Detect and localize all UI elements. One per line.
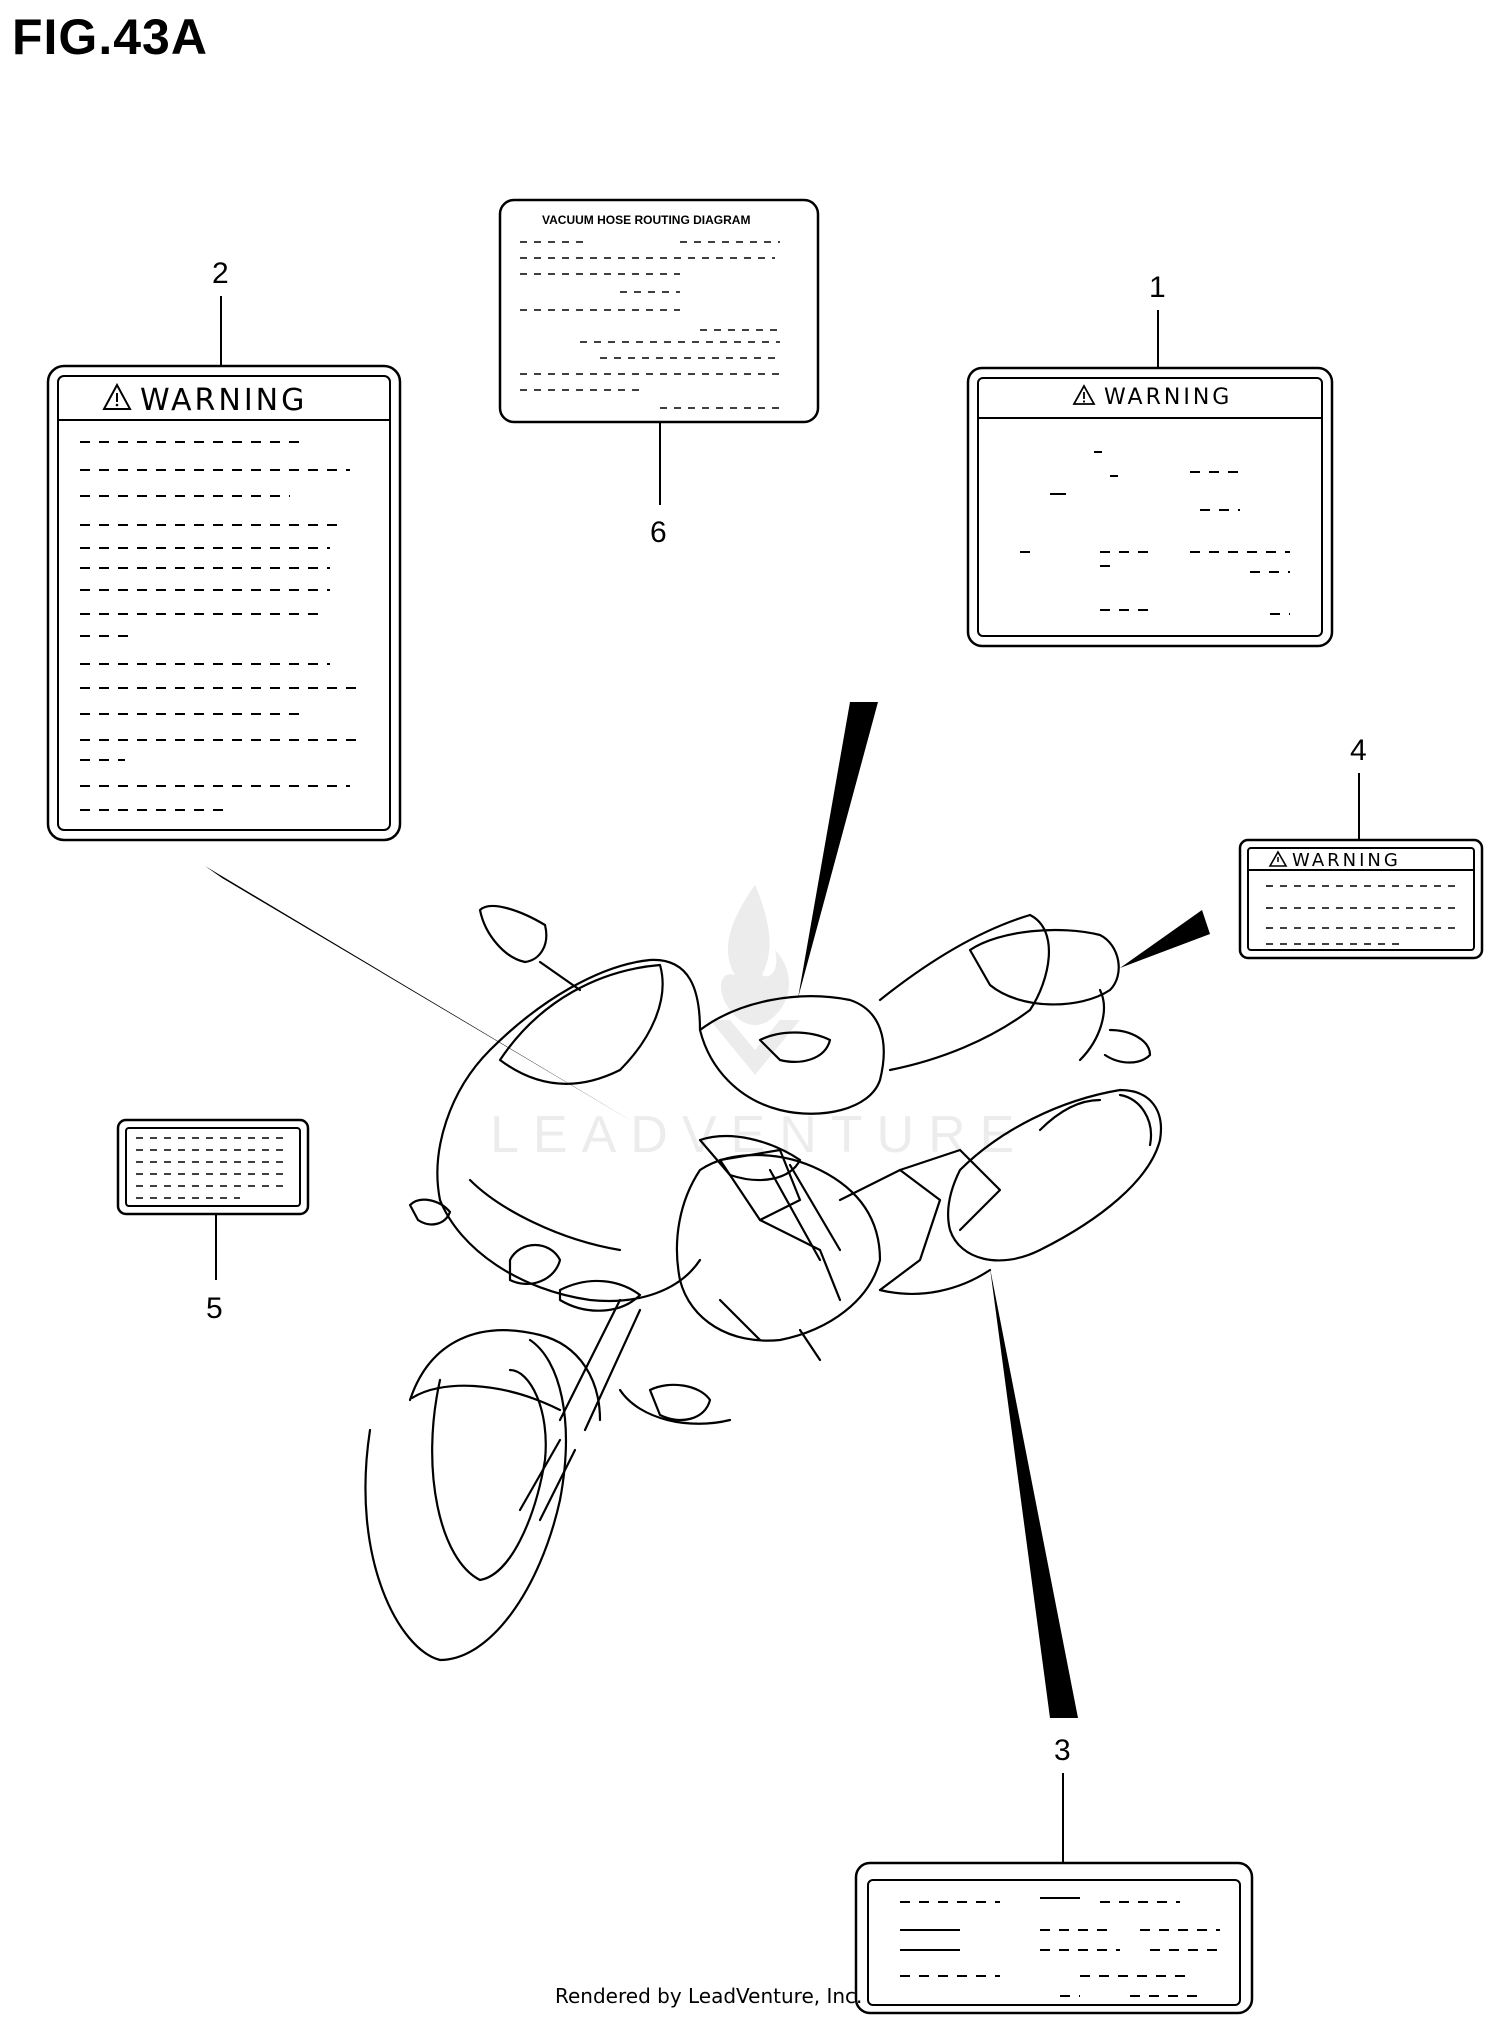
callout-3-number: 3 — [1054, 1734, 1071, 1767]
label-2[interactable]: WARNING — [46, 364, 402, 842]
label-1-text-lines — [1020, 451, 1290, 615]
callout-4: 4 — [1350, 734, 1367, 840]
warning-triangle-icon — [102, 382, 132, 410]
callout-1-number: 1 — [1149, 271, 1166, 304]
callout-5: 5 — [206, 1214, 223, 1325]
label-4-heading: WARNING — [1292, 850, 1401, 871]
warning-triangle-icon — [1268, 850, 1288, 867]
callout-1: 1 — [1149, 271, 1166, 368]
callout-6: 6 — [650, 422, 667, 549]
warning-triangle-icon — [1072, 384, 1096, 405]
label-3-text-lines — [900, 1897, 1220, 1997]
pointer-label-6 — [798, 702, 878, 998]
label-4-text-lines — [1266, 885, 1462, 945]
label-5-text-lines — [136, 1137, 290, 1199]
footer-credit: Rendered by LeadVenture, Inc. — [555, 1984, 863, 2008]
callout-2: 2 — [212, 257, 229, 366]
label-5[interactable] — [116, 1118, 310, 1216]
label-4[interactable]: WARNING — [1238, 838, 1484, 960]
label-2-text-lines — [80, 441, 360, 811]
pointer-label-4 — [1120, 910, 1210, 968]
label-6[interactable]: VACUUM HOSE ROUTING DIAGRAM — [498, 198, 820, 424]
label-1-heading: WARNING — [1104, 385, 1232, 410]
label-2-heading: WARNING — [140, 383, 307, 418]
figure-title: FIG.43A — [12, 9, 208, 65]
label-6-heading: VACUUM HOSE ROUTING DIAGRAM — [542, 213, 750, 227]
callout-3: 3 — [1054, 1734, 1071, 1863]
label-1[interactable]: WARNING — [966, 366, 1334, 648]
callout-5-number: 5 — [206, 1292, 223, 1325]
callout-6-number: 6 — [650, 516, 667, 549]
callout-4-number: 4 — [1350, 734, 1367, 767]
label-6-text-lines — [520, 241, 780, 409]
label-3[interactable] — [854, 1861, 1254, 2015]
callout-2-number: 2 — [212, 257, 229, 290]
pointer-label-3 — [990, 1268, 1078, 1718]
pointer-wedges — [205, 702, 1210, 1718]
pointer-label-2 — [205, 866, 640, 1126]
motorcycle-illustration — [364, 905, 1163, 1662]
